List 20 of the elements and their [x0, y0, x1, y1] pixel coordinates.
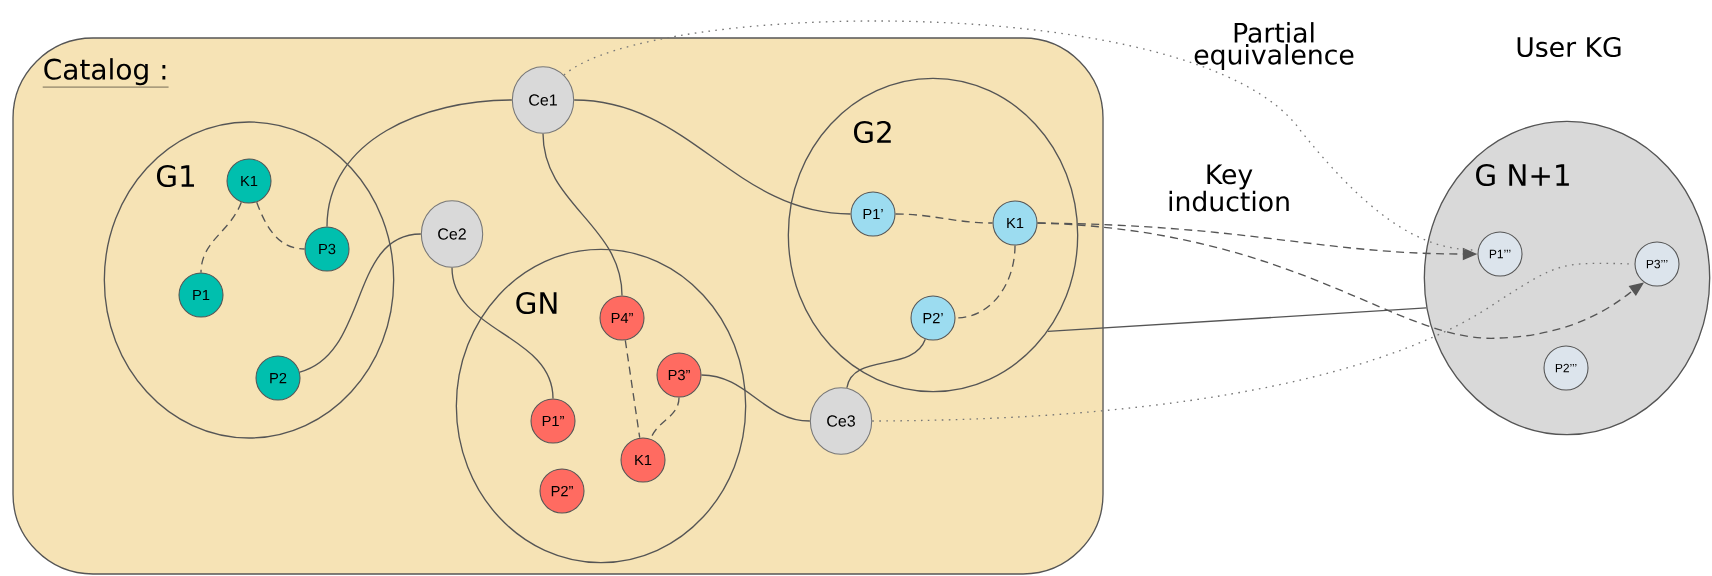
connector [542, 133, 623, 297]
connector [846, 338, 926, 389]
connector [700, 374, 811, 422]
group-label: G2 [853, 120, 891, 144]
graph-title: User KG [1517, 36, 1621, 58]
edge-label: Partial equivalence [1194, 22, 1354, 70]
connector [451, 267, 554, 400]
connector [299, 233, 422, 373]
group-label: G N+1 [1476, 163, 1569, 187]
connector [1047, 307, 1427, 333]
connector [624, 339, 641, 439]
connector [256, 201, 306, 250]
heading: Catalog : [42, 58, 169, 88]
group-label: GN [516, 291, 557, 315]
connector [200, 201, 242, 274]
connector [573, 99, 852, 215]
connector [894, 213, 994, 224]
edge-label: Key induction [1169, 164, 1289, 212]
group-label: G1 [156, 164, 194, 188]
connector [326, 99, 513, 228]
